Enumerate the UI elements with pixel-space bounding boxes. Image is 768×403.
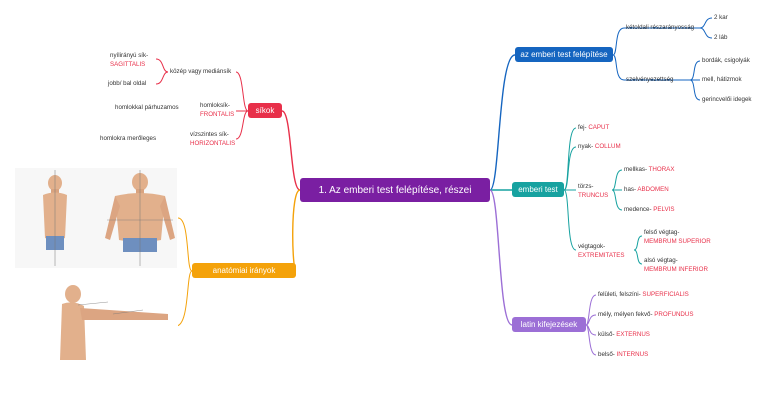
link-sikok — [281, 110, 301, 191]
homlokkal-label: homlokkal párhuzamos — [115, 104, 179, 111]
node-felepites[interactable]: az emberi test felépítése — [515, 47, 613, 62]
kar-label: 2 kar — [714, 14, 728, 21]
torzs-label: törzs-TRUNCUS — [578, 183, 609, 199]
ketoldali-label: kétoldali részarányosság — [626, 24, 695, 31]
medence-label: medence- PELVIS — [624, 206, 675, 213]
node-emberi-test[interactable]: emberi test — [512, 182, 564, 197]
jobb-bal-label: jobb/ bal oldal — [108, 80, 147, 87]
node-sikok[interactable]: síkok — [248, 103, 282, 118]
nyil-label: nyílirányú sík-SAGITTALIS — [110, 52, 149, 68]
fej-label: fej- CAPUT — [578, 124, 610, 131]
gerinc-label: gerincvelői idegek — [702, 96, 752, 103]
homlokra-label: homlokra merőleges — [100, 135, 157, 142]
nyak-label: nyak- COLLUM — [578, 143, 621, 150]
mell-label: mell, hátizmok — [702, 76, 742, 83]
link-latin — [489, 189, 513, 326]
link-iranyok — [292, 189, 301, 272]
kulso-label: külső- EXTERNUS — [598, 331, 650, 338]
anatomy-figure-arm — [18, 280, 178, 365]
felso-vegtag-label: felső végtag-MEMBRUM SUPERIOR — [644, 229, 711, 245]
felszini-label: felületi, felszíni- SUPERFICIALIS — [598, 291, 689, 298]
has-label: has- ABDOMEN — [624, 186, 669, 193]
kozep-label: közép vagy mediánsík — [170, 68, 232, 75]
arm-illustration — [60, 285, 168, 360]
lab-label: 2 láb — [714, 34, 728, 41]
mely-label: mély, mélyen fekvő- PROFUNDUS — [598, 311, 694, 318]
homlok-label: homloksík-FRONTALIS — [200, 102, 235, 118]
node-iranyok[interactable]: anatómiai irányok — [192, 263, 296, 278]
also-vegtag-label: alsó végtag-MEMBRUM INFERIOR — [644, 257, 708, 273]
bordak-label: bordák, csigolyák — [702, 57, 750, 64]
link-felepites — [489, 54, 516, 191]
vegtagok-label: végtagok-EXTREMITATES — [578, 243, 625, 259]
human-body-illustration — [43, 170, 175, 266]
belso-label: belső- INTERNUS — [598, 351, 649, 358]
node-latin[interactable]: latin kifejezések — [512, 317, 586, 332]
vizszintes-label: vízszintes sík-HORIZONTALIS — [190, 131, 236, 147]
szelvenyezettseg-label: szelvényezettség — [626, 76, 674, 83]
mellkas-label: mellkas- THORAX — [624, 166, 675, 173]
anatomy-figure-front-side — [15, 168, 177, 268]
root-node[interactable]: 1. Az emberi test felépítése, részei — [300, 178, 490, 202]
